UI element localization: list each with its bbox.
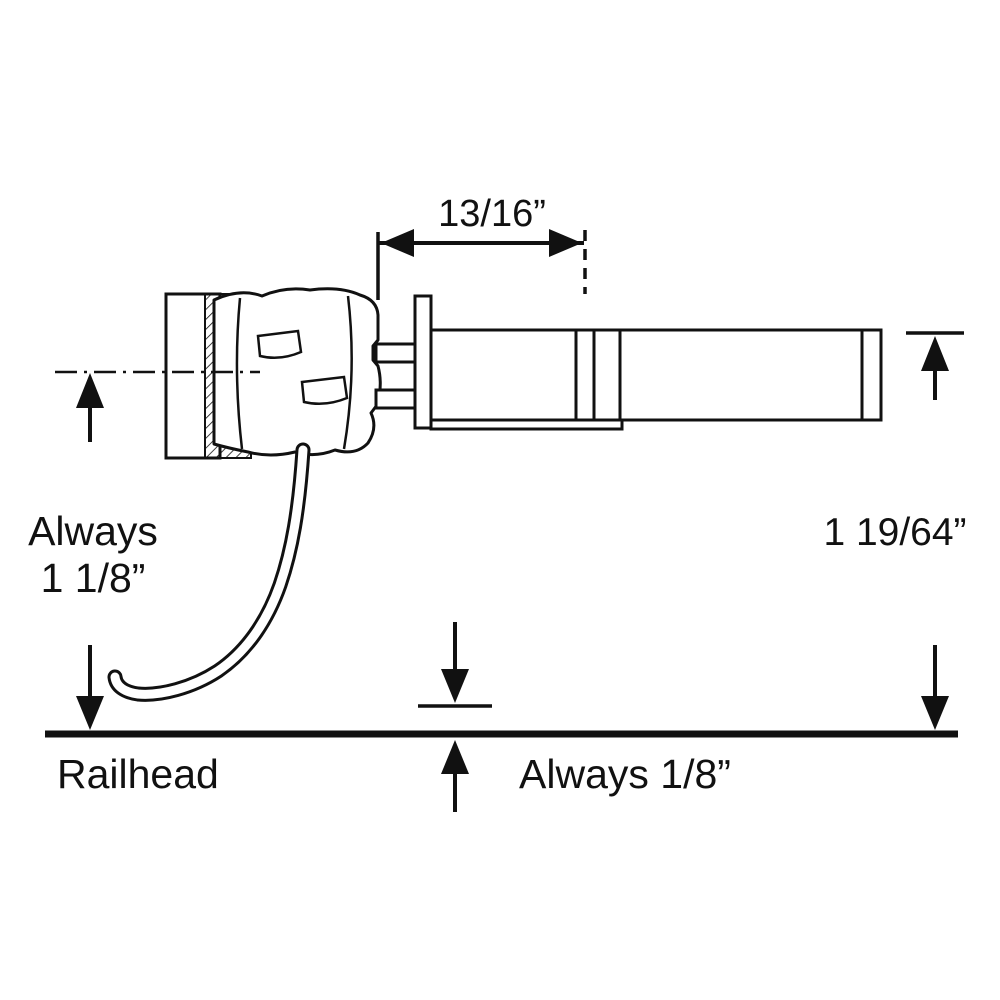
- top-dimension: 13/16”: [376, 193, 587, 300]
- arrow-up-icon: [76, 373, 104, 408]
- gauge-main-bar: [429, 328, 883, 422]
- trip-pin-core: [110, 445, 308, 699]
- shank-upper: [374, 342, 420, 364]
- top-dimension-label: 13/16”: [438, 193, 546, 235]
- bottom-dimension: Always 1/8”: [418, 622, 731, 812]
- coupler-window-upper: [256, 329, 303, 360]
- arrow-up-icon: [441, 740, 469, 774]
- gauge-front-plate: [413, 294, 433, 430]
- arrow-down-icon: [921, 696, 949, 730]
- gauge-bottom-plate: [429, 418, 624, 431]
- railhead-label: Railhead: [57, 751, 219, 797]
- left-dimension-label-line1: Always: [28, 508, 158, 554]
- right-dimension-label: 1 19/64”: [823, 511, 966, 554]
- trip-pin: [107, 442, 311, 702]
- arrow-up-icon: [921, 336, 949, 371]
- left-dimension: Always 1 1/8”: [28, 373, 158, 730]
- bottom-dimension-label: Always 1/8”: [519, 751, 731, 797]
- coupler-body-curve: [235, 297, 244, 450]
- arrow-down-icon: [441, 669, 469, 703]
- left-dimension-label-line2: 1 1/8”: [41, 555, 146, 601]
- shank-lower: [374, 388, 420, 410]
- coupler-window-lower: [300, 375, 349, 406]
- right-dimension: 1 19/64”: [823, 331, 967, 730]
- knuckle-curve: [342, 295, 353, 450]
- arrow-down-icon: [76, 696, 104, 730]
- arrow-left-icon: [381, 229, 414, 257]
- coupler-assembly: [55, 287, 382, 702]
- arrow-right-icon: [549, 229, 582, 257]
- gauge-body: [374, 294, 883, 431]
